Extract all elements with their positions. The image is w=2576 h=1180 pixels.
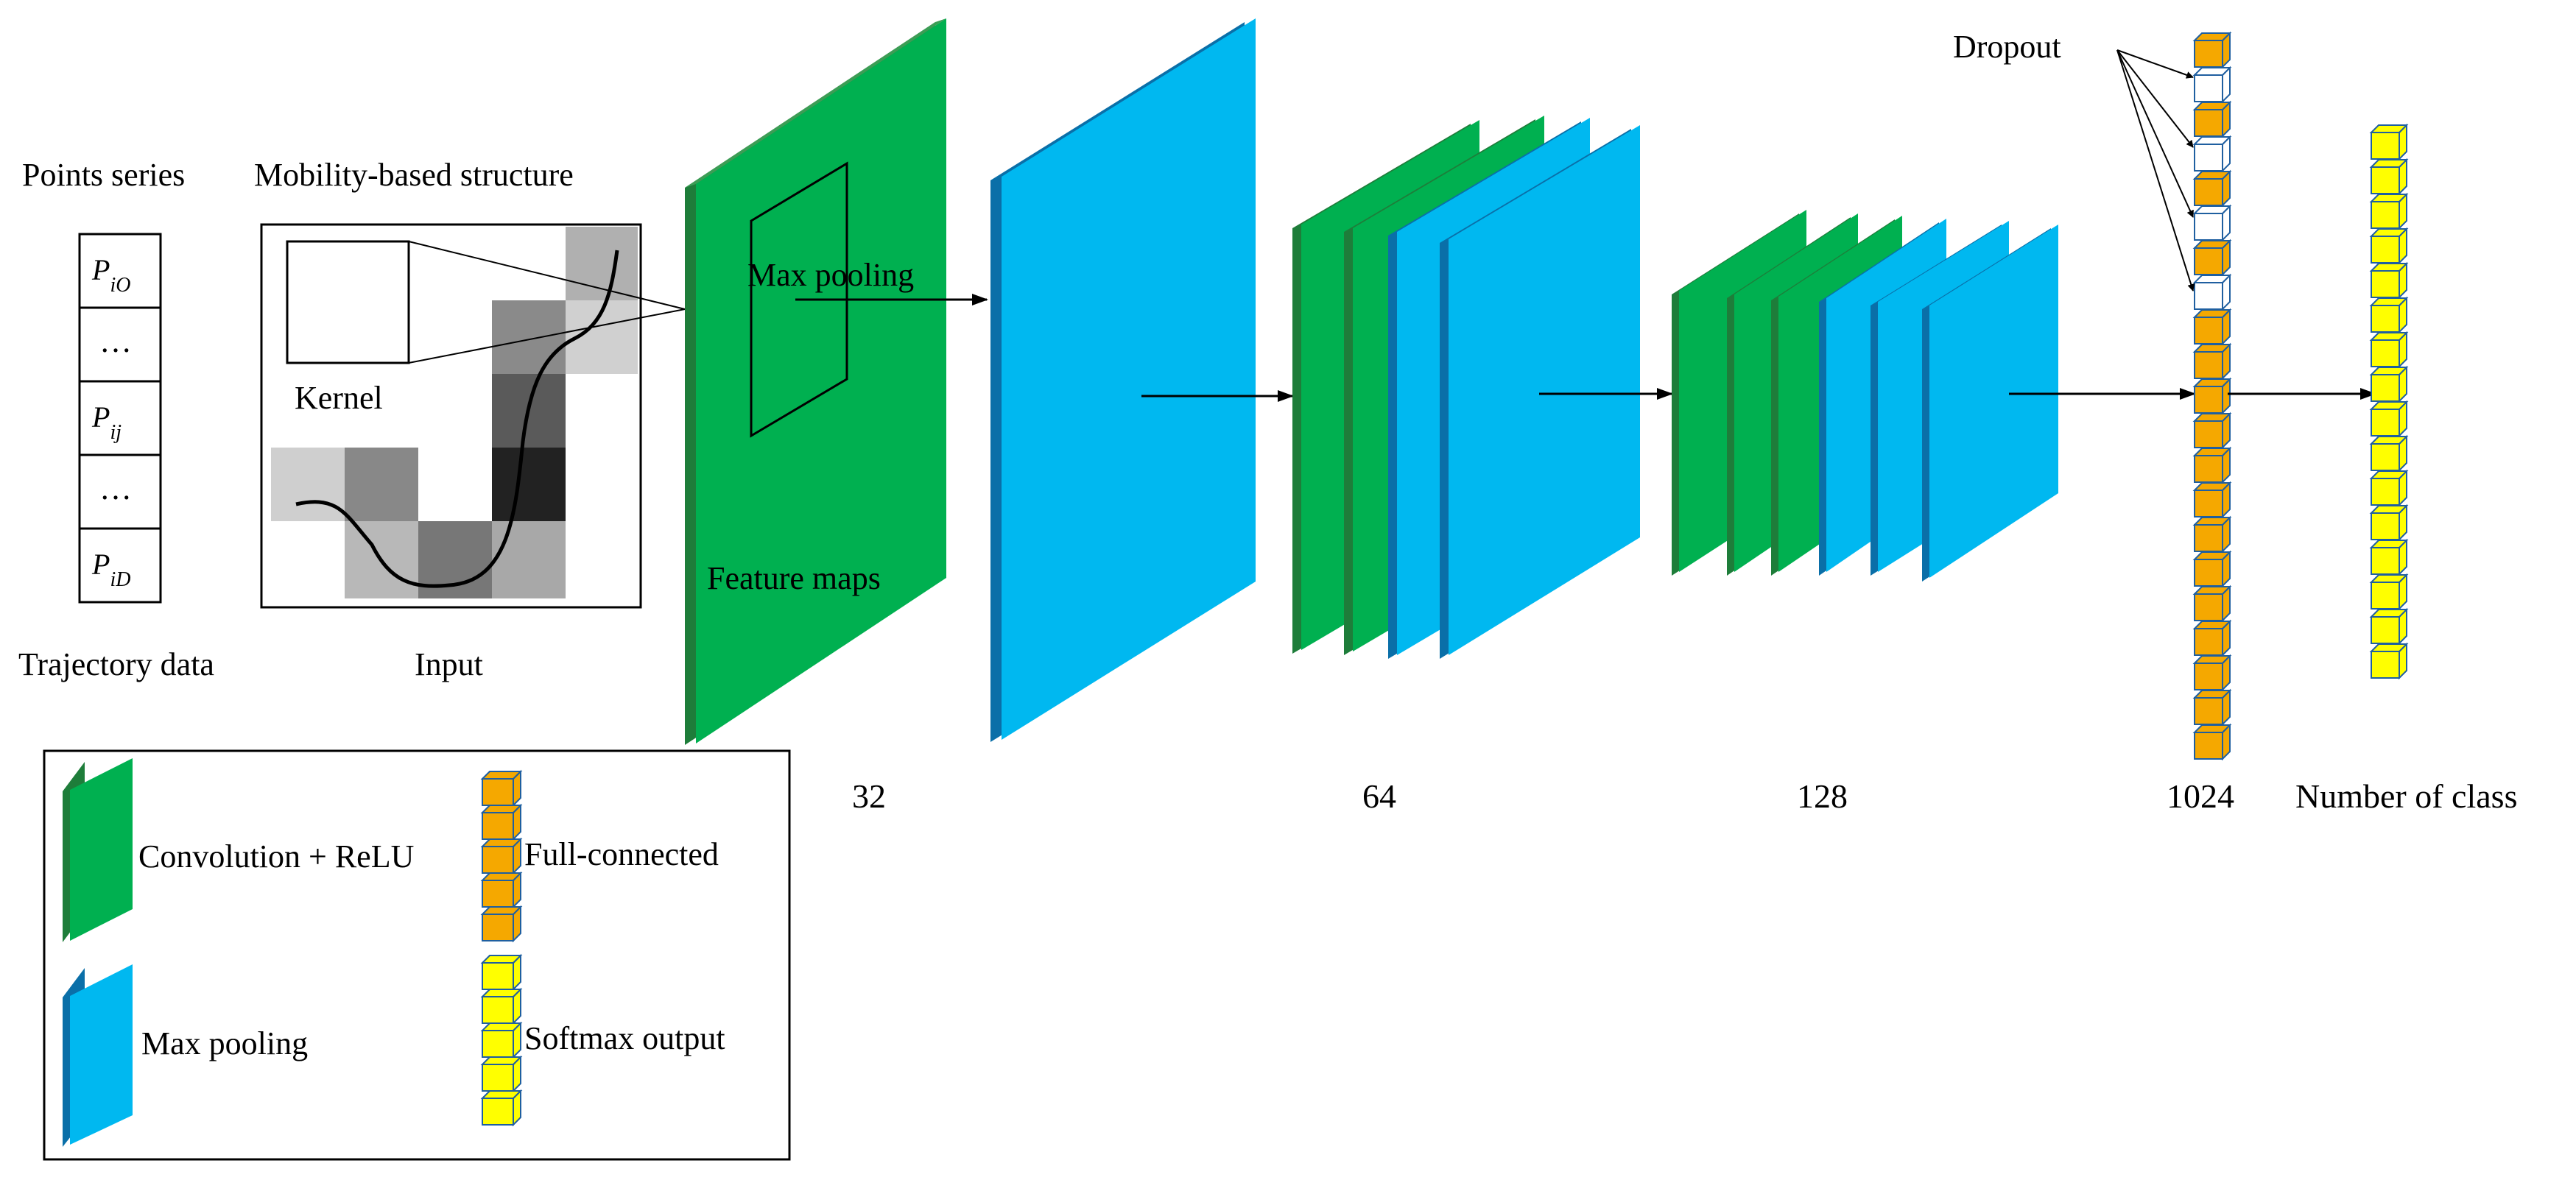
legend-softmax-cube <box>480 987 523 1025</box>
softmax-neuron <box>2369 158 2409 196</box>
legend-pool-label: Max pooling <box>141 1025 308 1061</box>
legend-conv-icon <box>63 758 133 942</box>
fc-column <box>2192 31 2232 761</box>
legend-softmax-icon <box>480 953 523 1127</box>
point-middle-label: Pij <box>91 400 122 444</box>
softmax-neuron <box>2369 331 2409 369</box>
fc-neuron <box>2192 515 2232 554</box>
conv-layer-32 <box>685 18 946 745</box>
feature-maps-label: Feature maps <box>707 560 881 596</box>
softmax-neuron <box>2369 607 2409 646</box>
pool-layer-128c <box>1922 225 2058 582</box>
fc-neuron <box>2192 100 2232 138</box>
softmax-neuron <box>2369 469 2409 507</box>
softmax-neuron <box>2369 400 2409 438</box>
legend-fc-cube <box>480 769 523 808</box>
fc-neuron <box>2192 584 2232 623</box>
fc-neuron <box>2192 446 2232 484</box>
fc-neuron <box>2192 308 2232 346</box>
legend-softmax-label: Softmax output <box>524 1020 725 1056</box>
fc-neuron <box>2192 169 2232 208</box>
legend: Convolution + ReLU Max pooling Full-conn… <box>43 749 791 1161</box>
stage-label-1024: 1024 <box>2167 777 2234 815</box>
softmax-neuron <box>2369 227 2409 265</box>
legend-fc-cube <box>480 905 523 943</box>
legend-softmax-cube <box>480 1021 523 1059</box>
softmax-neuron <box>2369 642 2409 680</box>
point-ellipsis-1: … <box>99 323 132 359</box>
dropout-arrows <box>2116 49 2195 292</box>
dropout-neuron <box>2192 273 2232 311</box>
stage-label-number-of-class: Number of class <box>2295 777 2517 815</box>
fc-neuron <box>2192 654 2232 692</box>
fc-neuron <box>2192 342 2232 381</box>
pool-layer-64b <box>1440 125 1640 659</box>
point-ellipsis-2: … <box>99 470 132 506</box>
points-series-column: PiO … Pij … PiD <box>78 233 162 604</box>
legend-fc-cube <box>480 871 523 909</box>
fc-neuron <box>2192 481 2232 519</box>
fc-neuron <box>2192 377 2232 415</box>
pool-layer-32 <box>990 18 1256 742</box>
softmax-neuron <box>2369 538 2409 576</box>
softmax-neuron <box>2369 296 2409 334</box>
fc-neuron <box>2192 688 2232 727</box>
fc-neuron <box>2192 31 2232 69</box>
dropout-label: Dropout <box>1953 29 2061 65</box>
legend-conv-label: Convolution + ReLU <box>138 838 414 875</box>
point-start-label: PiO <box>91 253 130 297</box>
legend-softmax-cube <box>480 1055 523 1093</box>
fc-neuron <box>2192 239 2232 277</box>
dropout-neuron <box>2192 135 2232 173</box>
fc-neuron <box>2192 723 2232 761</box>
softmax-neuron <box>2369 504 2409 542</box>
softmax-column <box>2369 123 2409 680</box>
softmax-neuron <box>2369 123 2409 161</box>
legend-softmax-cube <box>480 953 523 992</box>
point-end-label: PiD <box>91 548 130 591</box>
trajectory-data-label: Trajectory data <box>18 646 214 682</box>
softmax-neuron <box>2369 365 2409 403</box>
legend-fc-cube <box>480 837 523 875</box>
input-label: Input <box>415 646 483 682</box>
stage-label-64: 64 <box>1362 777 1396 815</box>
mobility-structure-title: Mobility-based structure <box>254 157 574 193</box>
kernel-box <box>286 240 410 364</box>
dropout-neuron <box>2192 66 2232 104</box>
stage-label-128: 128 <box>1797 777 1848 815</box>
softmax-neuron <box>2369 573 2409 611</box>
fc-neuron <box>2192 550 2232 588</box>
softmax-neuron <box>2369 434 2409 473</box>
trajectory-curve <box>295 250 619 588</box>
legend-fc-icon <box>480 769 523 943</box>
legend-softmax-cube <box>480 1089 523 1127</box>
legend-pool-icon <box>63 964 133 1147</box>
mobility-grid <box>260 223 686 609</box>
kernel-label: Kernel <box>295 380 383 416</box>
stage-label-32: 32 <box>852 777 886 815</box>
legend-fc-label: Full-connected <box>524 836 719 872</box>
dropout-neuron <box>2192 204 2232 242</box>
max-pooling-label: Max pooling <box>747 257 914 293</box>
points-series-title: Points series <box>22 157 185 193</box>
fc-neuron <box>2192 619 2232 657</box>
fc-neuron <box>2192 411 2232 450</box>
softmax-neuron <box>2369 261 2409 300</box>
legend-fc-cube <box>480 803 523 841</box>
max-pooling-region <box>750 161 848 438</box>
softmax-neuron <box>2369 192 2409 230</box>
